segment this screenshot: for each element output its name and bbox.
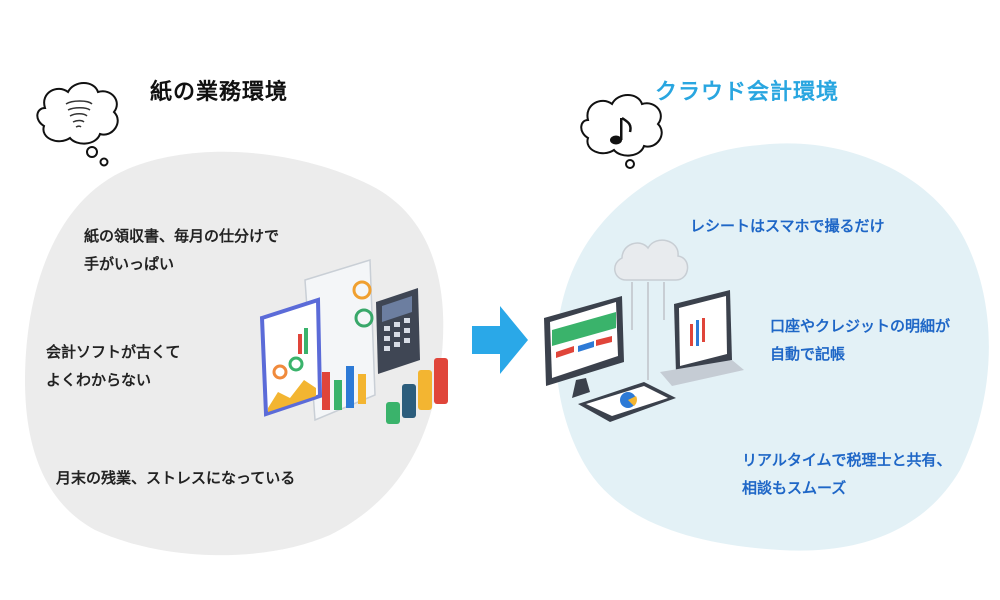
right-thought-bubble (580, 94, 663, 169)
spiral-icon (65, 100, 93, 128)
left-title: 紙の業務環境 (150, 80, 289, 105)
calculator-icon (376, 288, 420, 374)
left-item-2-line-1: 会計ソフトが古くて (46, 343, 181, 361)
tablet-icon (578, 382, 676, 422)
right-item-1: レシートはスマホで撮るだけ (690, 212, 885, 240)
cloud-icon (614, 239, 689, 380)
devices-illustration (544, 239, 744, 422)
document-icon (304, 258, 376, 422)
right-item-1-line-1: レシートはスマホで撮るだけ (690, 217, 885, 235)
arrow-icon (472, 306, 528, 374)
laptop-icon (660, 290, 744, 386)
left-item-3-line-1: 月末の残業、ストレスになっている (56, 469, 296, 487)
music-note-icon (610, 116, 632, 145)
right-item-3-line-2: 相談もスムーズ (742, 479, 847, 497)
left-item-1: 紙の領収書、毎月の仕分けで 手がいっぱい (84, 222, 279, 278)
right-title: クラウド会計環境 (655, 80, 840, 105)
left-item-2-line-2: よくわからない (46, 371, 152, 389)
right-item-3-line-1: リアルタイムで税理士と共有、 (742, 451, 952, 469)
left-item-1-line-1: 紙の領収書、毎月の仕分けで (84, 227, 280, 245)
monitor-icon (544, 296, 624, 398)
right-item-2-line-1: 口座やクレジットの明細が (770, 317, 951, 335)
left-item-1-line-2: 手がいっぱい (84, 255, 175, 273)
left-item-2: 会計ソフトが古くて よくわからない (46, 338, 181, 394)
left-item-3: 月末の残業、ストレスになっている (56, 464, 295, 492)
report-board-icon (259, 297, 323, 417)
coin-stacks-icon (386, 358, 448, 424)
paper-illustration (259, 258, 448, 424)
right-item-2-line-2: 自動で記帳 (770, 345, 846, 363)
left-thought-bubble (36, 82, 119, 167)
right-item-2: 口座やクレジットの明細が 自動で記帳 (770, 312, 950, 368)
left-blob (25, 151, 444, 556)
right-item-3: リアルタイムで税理士と共有、 相談もスムーズ (742, 446, 952, 502)
